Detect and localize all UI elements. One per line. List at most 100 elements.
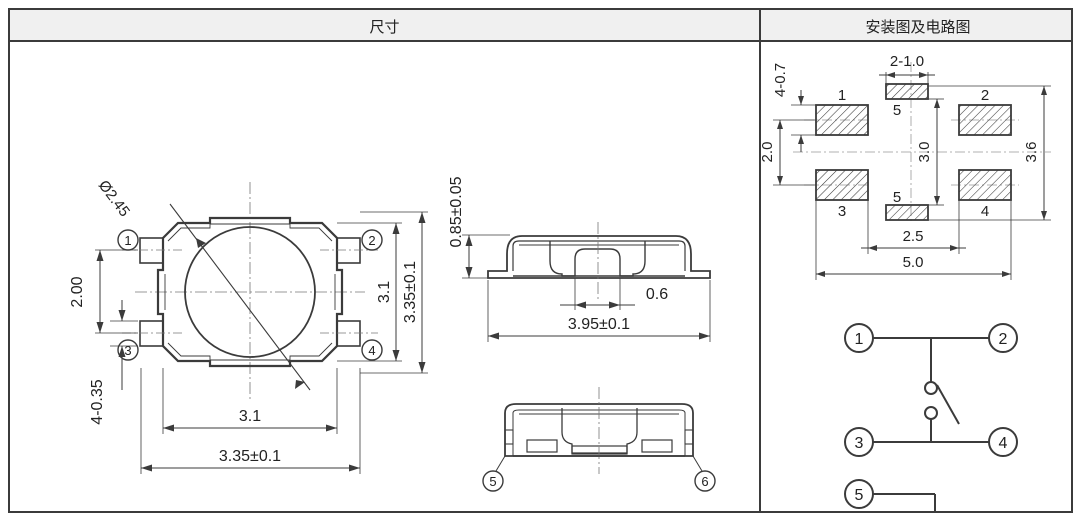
dim-width-inner-label: 3.1 xyxy=(239,408,261,425)
pin-callout-1-label: 1 xyxy=(124,233,131,248)
bottom-center-pad xyxy=(571,445,628,455)
footprint-pad-2 xyxy=(958,104,1012,136)
installation-circuit-panel: 1 2 3 4 5 5 2-1.0 xyxy=(761,42,1075,513)
footprint-pad-5-bottom-label: 5 xyxy=(893,189,901,206)
circuit-terminal-4-label: 4 xyxy=(999,435,1008,452)
dim-center-span-label: 3.0 xyxy=(916,142,933,163)
footprint-pad-3 xyxy=(815,169,869,201)
footprint-pad-5-bottom xyxy=(885,204,929,221)
footprint-pad-3-label: 3 xyxy=(838,203,846,220)
circuit-terminal-4-circle xyxy=(988,427,1018,457)
header-label-dimensions: 尺寸 xyxy=(369,17,400,36)
footprint-pad-5-top-label: 5 xyxy=(893,102,901,119)
bottom-notch-left xyxy=(504,429,514,445)
diameter-arrow-lower xyxy=(295,380,305,389)
terminal-1 xyxy=(139,237,164,264)
top-view-centerlines xyxy=(135,182,365,402)
dim-pad-small-label: 2-1.0 xyxy=(890,53,924,70)
bottom-leader-5 xyxy=(495,455,506,472)
side-actuator-profile xyxy=(549,241,646,277)
dim-left-pitch-group: 2.00 xyxy=(69,249,138,334)
circuit-terminal-2-circle xyxy=(988,323,1018,353)
circuit-switch-contact-upper xyxy=(924,381,938,395)
dim-total-height-label: 3.6 xyxy=(1023,142,1040,163)
pin-callout-3-label: 3 xyxy=(124,343,131,358)
dim-bottom-group: 3.1 3.35±0.1 xyxy=(140,368,361,474)
dim-terminal-group: 4-0.35 xyxy=(89,300,138,425)
pin-callout-4-circle xyxy=(361,339,383,361)
top-view-drawing: Ø2.45 1 xyxy=(69,177,428,474)
footprint-pad-5-top xyxy=(885,83,929,100)
circuit-drawing: 1 2 3 4 5 xyxy=(844,323,1018,513)
circuit-terminal-1-label: 1 xyxy=(855,331,864,348)
dim-center-span-group: 3.0 xyxy=(916,98,944,206)
bottom-notch-right xyxy=(684,429,694,445)
pin-callout-4-label: 4 xyxy=(368,343,375,358)
dim-side-height-group: 0.85±0.05 xyxy=(448,176,510,279)
footprint-pad-4-label: 4 xyxy=(981,203,989,220)
dim-height-inner-label: 3.1 xyxy=(376,281,393,303)
pin-callout-5-circle xyxy=(482,470,504,492)
circuit-terminal-2-label: 2 xyxy=(999,331,1008,348)
header-cell-dimensions: 尺寸 xyxy=(10,10,759,42)
pin-callout-2-label: 2 xyxy=(368,233,375,248)
bottom-leader-6 xyxy=(692,455,703,472)
bottom-view-drawing: 5 6 xyxy=(482,387,716,492)
bottom-contact-left xyxy=(526,439,558,453)
side-body-outline xyxy=(487,235,711,279)
dim-side-length-group: 3.95±0.1 xyxy=(487,280,711,342)
footprint-drawing: 1 2 3 4 5 5 2-1.0 xyxy=(761,53,1051,280)
pin-callouts: 1 2 3 4 xyxy=(117,229,383,361)
dim-pad-small-group: 2-1.0 xyxy=(879,53,935,86)
dim-total-width-label: 5.0 xyxy=(903,254,924,271)
side-body-inner xyxy=(512,240,686,271)
dim-pad-large-group: 4-0.7 xyxy=(772,63,818,152)
dim-total-width-group: 5.0 xyxy=(815,200,1012,280)
pin-callout-6-circle xyxy=(694,470,716,492)
dim-side-length-label: 3.95±0.1 xyxy=(568,316,630,333)
drawing-sheet: 尺寸 安装图及电路图 xyxy=(8,8,1073,513)
dim-actuator-label: 0.6 xyxy=(646,286,668,303)
pin-callout-3-circle xyxy=(117,339,139,361)
table-header-row: 尺寸 安装图及电路图 xyxy=(10,10,1071,42)
bottom-body-outline xyxy=(504,403,694,457)
pin-callout-5-label: 5 xyxy=(489,474,496,489)
terminal-2 xyxy=(336,237,361,264)
dim-diameter-label: Ø2.45 xyxy=(95,177,133,220)
circuit-terminal-5-label: 5 xyxy=(855,487,864,504)
body-inner-bottom-edge xyxy=(167,342,333,361)
dim-actuator-group: 0.6 xyxy=(560,278,668,310)
dimensions-panel: Ø2.45 1 xyxy=(10,42,759,513)
dim-pitch-vertical-group: 2.0 xyxy=(761,119,816,186)
bottom-center-slot xyxy=(561,408,638,454)
terminal-3 xyxy=(139,320,164,347)
dim-pitch-vertical-label: 2.0 xyxy=(761,142,776,163)
circuit-terminal-3-circle xyxy=(844,427,874,457)
dim-pad-large-label: 4-0.7 xyxy=(772,63,789,97)
footprint-pad-1-label: 1 xyxy=(838,87,846,104)
diameter-arrow-upper xyxy=(196,238,206,248)
dim-inner-span-label: 2.5 xyxy=(903,228,924,245)
dim-inner-span-group: 2.5 xyxy=(861,200,966,254)
dim-left-pitch-label: 2.00 xyxy=(69,276,86,307)
header-cell-installation: 安装图及电路图 xyxy=(761,10,1075,42)
panel-divider xyxy=(759,10,761,513)
bottom-contact-right xyxy=(641,439,673,453)
dim-right-group: 3.1 3.35±0.1 xyxy=(337,211,428,374)
footprint-pad-1 xyxy=(815,104,869,136)
dim-width-outer-label: 3.35±0.1 xyxy=(219,448,281,465)
pin-callout-6-label: 6 xyxy=(701,474,708,489)
terminal-4 xyxy=(336,320,361,347)
dim-side-height-label: 0.85±0.05 xyxy=(448,176,465,247)
body-inner-top-edge xyxy=(167,223,333,242)
diameter-leader-line xyxy=(169,203,311,391)
footprint-pad-2-label: 2 xyxy=(981,87,989,104)
dim-terminal-label: 4-0.35 xyxy=(89,379,106,424)
circuit-terminal-3-label: 3 xyxy=(855,435,864,452)
header-label-installation: 安装图及电路图 xyxy=(865,17,971,36)
dim-height-outer-label: 3.35±0.1 xyxy=(402,261,419,323)
terminals-group xyxy=(122,237,378,347)
dim-total-height-group: 3.6 xyxy=(928,85,1051,221)
pin-callout-2-circle xyxy=(361,229,383,251)
actuator-dome-circle xyxy=(184,226,316,358)
